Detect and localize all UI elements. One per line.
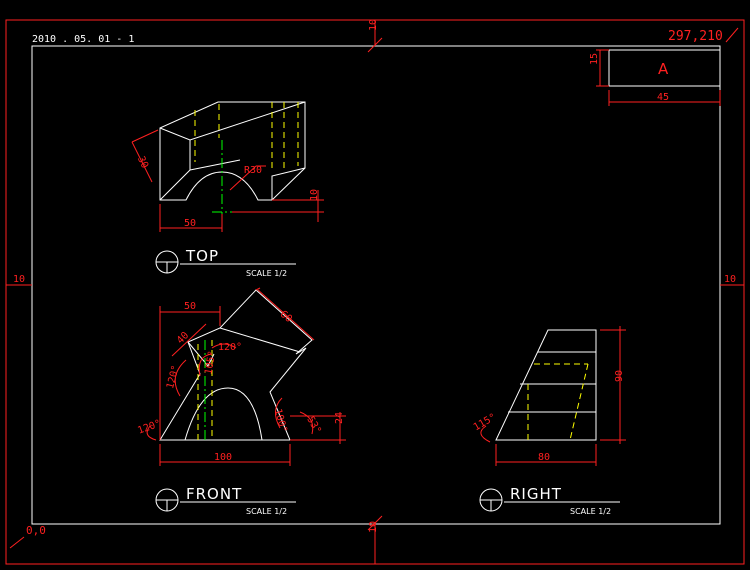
svg-text:10: 10: [309, 189, 320, 201]
svg-text:SCALE 1/2: SCALE 1/2: [570, 507, 611, 516]
svg-text:80: 80: [538, 452, 550, 463]
title-height-dim: 15: [589, 53, 600, 65]
svg-text:120°: 120°: [165, 364, 182, 390]
svg-text:50: 50: [184, 301, 196, 312]
front-view: 50 60 40 120° 120° 105° 120° 100° 53° 24…: [136, 287, 346, 516]
svg-text:10: 10: [13, 274, 25, 285]
svg-text:100°: 100°: [272, 408, 289, 434]
svg-text:10: 10: [368, 521, 379, 533]
svg-text:RIGHT: RIGHT: [510, 485, 562, 503]
svg-text:120°: 120°: [136, 418, 162, 437]
svg-text:TOP: TOP: [185, 247, 219, 265]
svg-text:24: 24: [334, 412, 345, 424]
svg-text:53°: 53°: [304, 415, 323, 436]
top-view: 30 R30 50 10 TOP SCALE 1/2: [131, 101, 324, 278]
title-width-dim: 45: [657, 92, 669, 103]
svg-text:105°: 105°: [203, 350, 218, 376]
svg-text:R30: R30: [244, 165, 262, 176]
title-letter: A: [658, 60, 669, 78]
svg-text:FRONT: FRONT: [186, 485, 242, 503]
frame-dim-bottom: 10: [367, 515, 383, 564]
paper-size: 297,210: [668, 29, 723, 44]
right-view: 90 80 115° RIGHT SCALE 1/2: [472, 326, 626, 516]
title-block: A 15 45: [589, 49, 721, 106]
svg-text:100: 100: [214, 452, 232, 463]
svg-text:30: 30: [135, 155, 150, 171]
frame-dim-top: 10: [367, 19, 383, 53]
svg-text:SCALE 1/2: SCALE 1/2: [246, 269, 287, 278]
svg-text:SCALE 1/2: SCALE 1/2: [246, 507, 287, 516]
svg-text:120°: 120°: [218, 342, 242, 353]
date-code: 2010 . 05. 01 - 1: [32, 34, 134, 45]
frame-dim-right: 10: [720, 274, 744, 286]
svg-text:115°: 115°: [472, 412, 498, 434]
origin-label: 0,0: [26, 524, 46, 537]
svg-text:10: 10: [724, 274, 736, 285]
svg-text:50: 50: [184, 218, 196, 229]
frame-dim-left: 10: [6, 274, 32, 286]
inner-frame: [31, 45, 721, 525]
svg-text:10: 10: [368, 19, 379, 31]
svg-text:90: 90: [614, 370, 625, 382]
